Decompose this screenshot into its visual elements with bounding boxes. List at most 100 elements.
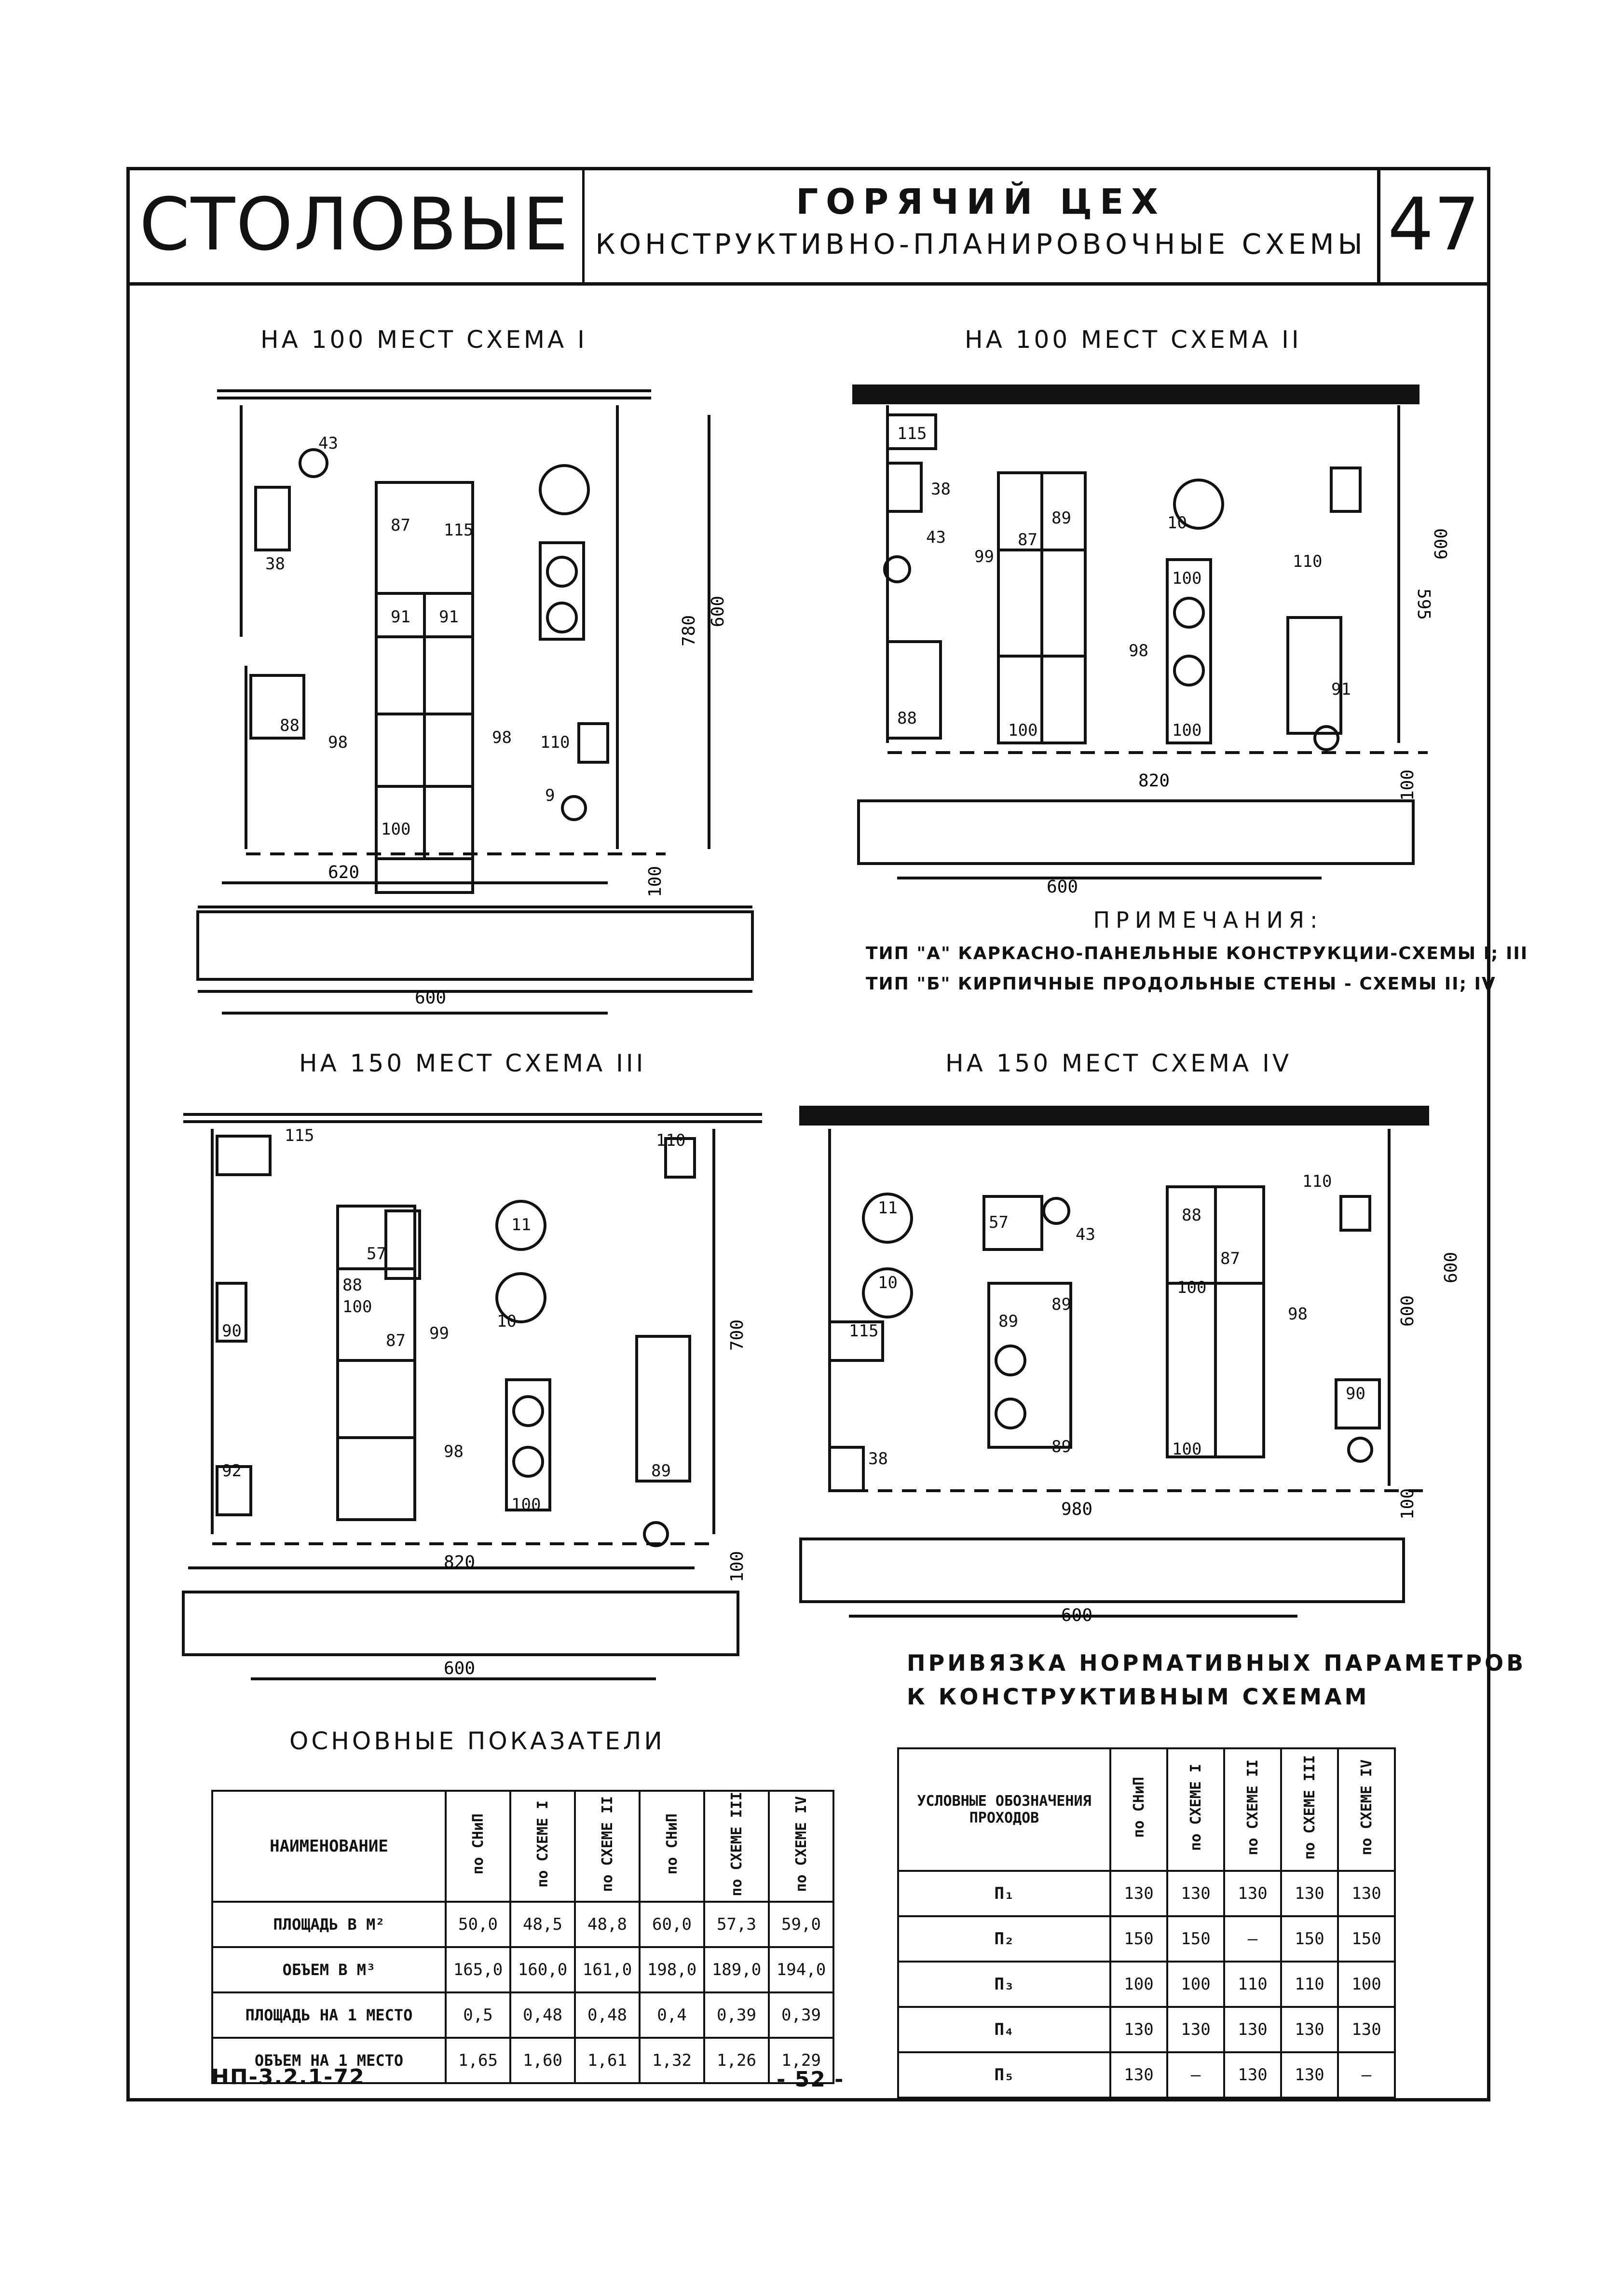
s2-dim-depth: 595 — [1414, 589, 1433, 620]
cell: 189,0 — [703, 1946, 770, 1993]
svg-text:110: 110 — [1293, 552, 1322, 571]
drawing-frame — [126, 167, 1490, 2101]
s2-dim-width: 820 — [1138, 771, 1170, 791]
svg-text:88: 88 — [897, 709, 917, 728]
column-header: по СХЕМЕ I — [1166, 1747, 1225, 1872]
cell: 0,39 — [768, 1991, 834, 2039]
svg-text:110: 110 — [1302, 1172, 1332, 1191]
section-title: ГОРЯЧИЙ ЦЕХ — [796, 181, 1166, 222]
series-title: СТОЛОВЫЕ — [126, 167, 585, 282]
svg-text:98: 98 — [444, 1442, 464, 1461]
svg-text:98: 98 — [1129, 641, 1148, 660]
svg-text:115: 115 — [897, 424, 927, 443]
svg-text:89: 89 — [651, 1461, 671, 1481]
s4-dim-passage: 100 — [1398, 1488, 1418, 1520]
svg-text:87: 87 — [386, 1331, 406, 1350]
svg-text:10: 10 — [1167, 513, 1187, 533]
cell: 110 — [1223, 1961, 1282, 2008]
svg-text:9: 9 — [545, 786, 555, 805]
cell: 0,39 — [703, 1991, 770, 2039]
column-header-text: по СХЕМЕ IV — [792, 1796, 810, 1892]
row-name: ОБЪЕМ В М³ — [211, 1946, 447, 1993]
table-row: П₃ 100 100 110 110 100 — [897, 1961, 1396, 2008]
column-header: по СНиП — [445, 1790, 511, 1903]
notes-line-2: ТИП "Б" КИРПИЧНЫЕ ПРОДОЛЬНЫЕ СТЕНЫ - СХЕ… — [866, 974, 1496, 994]
svg-text:91: 91 — [439, 607, 459, 627]
page-number: - 52 - — [777, 2067, 845, 2092]
cell: 160,0 — [509, 1946, 576, 1993]
svg-text:38: 38 — [868, 1449, 888, 1469]
svg-text:91: 91 — [1331, 680, 1351, 699]
cell: 0,48 — [574, 1991, 641, 2039]
svg-text:89: 89 — [1051, 1295, 1071, 1314]
svg-text:115: 115 — [285, 1126, 314, 1145]
cell: 130 — [1109, 2006, 1168, 2053]
cell: 59,0 — [768, 1900, 834, 1948]
cell: 0,5 — [445, 1991, 511, 2039]
s2-dim-depth2: 600 — [1432, 528, 1451, 560]
cell: 57,3 — [703, 1900, 770, 1948]
section-subtitle: КОНСТРУКТИВНО-ПЛАНИРОВОЧНЫЕ СХЕМЫ — [595, 228, 1366, 261]
cell: 100 — [1109, 1961, 1168, 2008]
cell: 1,32 — [639, 2036, 705, 2084]
row-name: П₂ — [897, 1915, 1111, 1963]
row-name: П₅ — [897, 2051, 1111, 2099]
cell: 1,29 — [768, 2036, 834, 2084]
cell: 0,48 — [509, 1991, 576, 2039]
column-header: по СХЕМЕ II — [574, 1790, 641, 1903]
cell: 130 — [1166, 2006, 1225, 2053]
column-header-text: по СХЕМЕ I — [1187, 1764, 1204, 1851]
svg-text:43: 43 — [926, 528, 946, 547]
cell: 130 — [1280, 1870, 1339, 1917]
s1-dim-depth: 780 — [679, 615, 699, 646]
s3-dim-passage: 100 — [727, 1551, 747, 1582]
svg-text:98: 98 — [328, 733, 348, 752]
cell: 1,65 — [445, 2036, 511, 2084]
cell: 1,60 — [509, 2036, 576, 2084]
cell: 150 — [1337, 1915, 1396, 1963]
s4-dim-module: 600 — [1061, 1606, 1092, 1625]
notes-line-1: ТИП "А" КАРКАСНО-ПАНЕЛЬНЫЕ КОНСТРУКЦИИ-С… — [866, 944, 1528, 963]
s4-dim-depth: 600 — [1398, 1295, 1418, 1327]
row-name: П₁ — [897, 1870, 1111, 1917]
column-header: по СХЕМЕ IV — [768, 1790, 834, 1903]
svg-text:98: 98 — [492, 728, 512, 747]
svg-text:100: 100 — [1177, 1278, 1206, 1297]
table-row: П₂ 150 150 — 150 150 — [897, 1915, 1396, 1963]
cell: 1,26 — [703, 2036, 770, 2084]
svg-text:90: 90 — [1346, 1384, 1365, 1403]
indicators-table: НАИМЕНОВАНИЕ по СНиП по СХЕМЕ I по СХЕМЕ… — [211, 1790, 834, 2084]
scheme-4-title: НА 150 МЕСТ СХЕМА IV — [945, 1049, 1292, 1077]
cell: — — [1223, 1915, 1282, 1963]
svg-text:110: 110 — [656, 1131, 685, 1150]
row-name: П₄ — [897, 2006, 1111, 2053]
column-header-text: по СХЕМЕ II — [1244, 1759, 1261, 1855]
svg-text:10: 10 — [497, 1312, 517, 1331]
svg-text:98: 98 — [1288, 1304, 1308, 1324]
column-header: по СХЕМЕ III — [703, 1790, 770, 1903]
svg-text:89: 89 — [998, 1312, 1018, 1331]
svg-text:87: 87 — [391, 516, 410, 535]
svg-text:90: 90 — [222, 1321, 242, 1341]
cell: 130 — [1280, 2006, 1339, 2053]
svg-text:57: 57 — [989, 1213, 1009, 1232]
svg-text:110: 110 — [540, 733, 570, 752]
s4-dim-depth2: 600 — [1441, 1252, 1461, 1283]
table-row: ПЛОЩАДЬ НА 1 МЕСТО 0,5 0,48 0,48 0,4 0,3… — [211, 1991, 834, 2039]
svg-text:99: 99 — [974, 547, 994, 566]
sheet-number: 47 — [1388, 182, 1480, 267]
column-header-text: по СХЕМЕ I — [534, 1800, 551, 1888]
svg-text:11: 11 — [878, 1198, 898, 1218]
svg-text:100: 100 — [1172, 569, 1201, 588]
cell: 165,0 — [445, 1946, 511, 1993]
cell: 130 — [1166, 1870, 1225, 1917]
column-header-name: НАИМЕНОВАНИЕ — [211, 1790, 447, 1903]
notes: ПРИМЕЧАНИЯ: ТИП "А" КАРКАСНО-ПАНЕЛЬНЫЕ К… — [866, 907, 1528, 994]
cell: 130 — [1223, 2006, 1282, 2053]
table-row: П₁ 130 130 130 130 130 — [897, 1870, 1396, 1917]
column-header: по СХЕМЕ I — [509, 1790, 576, 1903]
cell: 110 — [1280, 1961, 1339, 2008]
s1-dim-depth2: 600 — [708, 596, 728, 627]
